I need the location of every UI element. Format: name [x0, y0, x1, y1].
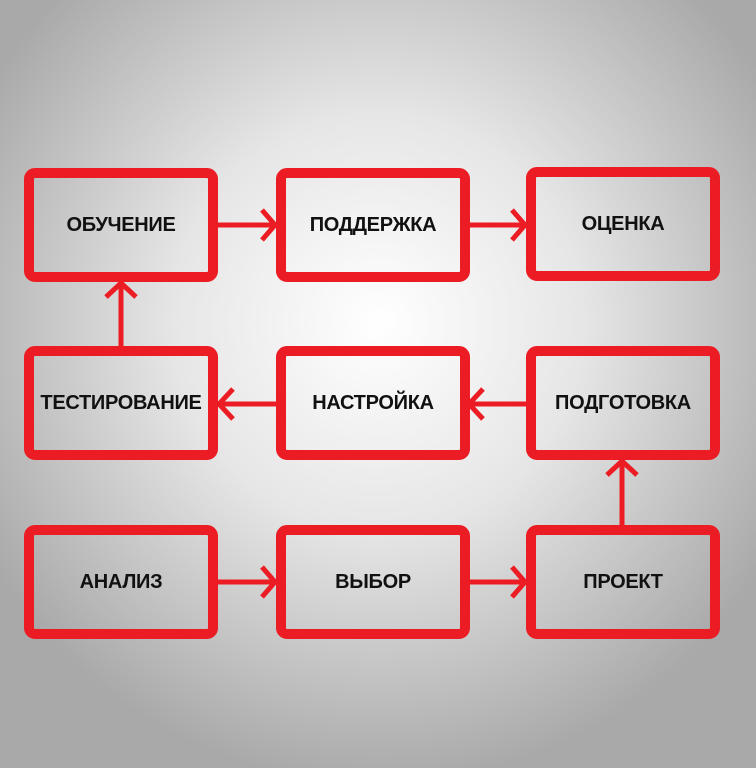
step-project: ПРОЕКТ [526, 525, 720, 639]
step-analysis: АНАЛИЗ [24, 525, 218, 639]
step-preparation: ПОДГОТОВКА [526, 346, 720, 460]
step-label: ПРОЕКТ [583, 570, 663, 593]
arrow-project-to-preparation [605, 457, 639, 525]
step-testing: ТЕСТИРОВАНИЕ [24, 346, 218, 460]
step-support: ПОДДЕРЖКА [276, 168, 470, 282]
arrow-setup-to-testing [215, 387, 276, 421]
step-label: АНАЛИЗ [79, 570, 163, 593]
arrow-support-to-evaluation [470, 208, 529, 242]
step-label: ВЫБОР [335, 570, 411, 593]
arrow-analysis-to-choice [218, 565, 279, 599]
arrow-training-to-support [218, 208, 279, 242]
arrow-choice-to-project [470, 565, 529, 599]
step-evaluation: ОЦЕНКА [526, 167, 720, 281]
arrow-testing-to-training [104, 279, 138, 346]
step-label: ПОДДЕРЖКА [309, 213, 437, 236]
arrow-preparation-to-setup [465, 387, 526, 421]
step-label: ОЦЕНКА [581, 212, 665, 235]
step-label: ПОДГОТОВКА [555, 391, 691, 414]
step-setup: НАСТРОЙКА [276, 346, 470, 460]
step-choice: ВЫБОР [276, 525, 470, 639]
step-label: ТЕСТИРОВАНИЕ [40, 391, 202, 414]
step-training: ОБУЧЕНИЕ [24, 168, 218, 282]
step-label: ОБУЧЕНИЕ [66, 213, 176, 236]
step-label: НАСТРОЙКА [312, 391, 434, 414]
